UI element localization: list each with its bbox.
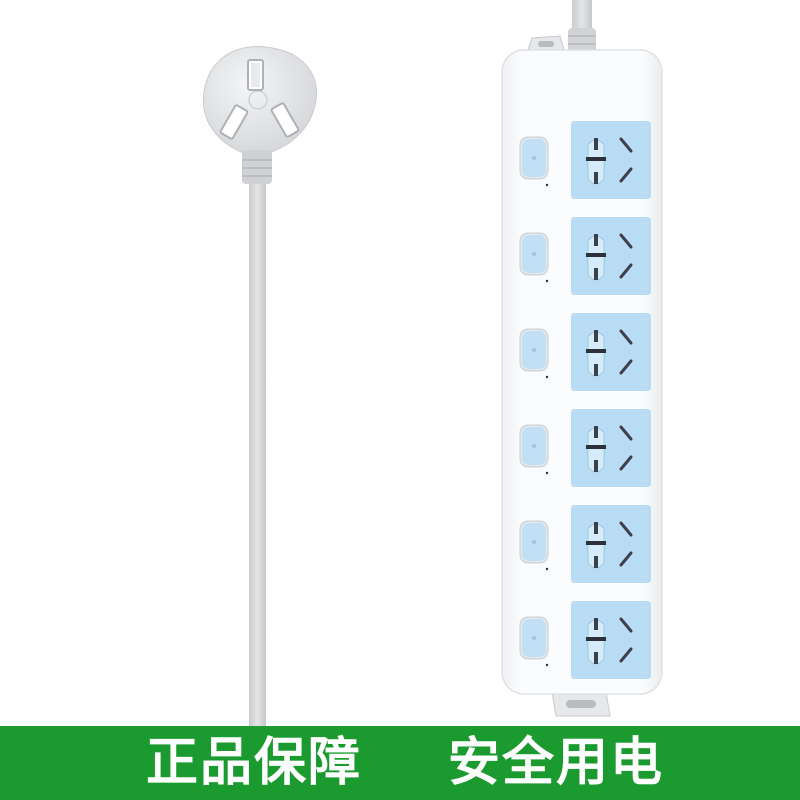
outlet-unit — [519, 217, 651, 295]
socket-panel — [571, 121, 651, 199]
outlet-switch[interactable] — [519, 616, 549, 660]
socket-panel — [571, 217, 651, 295]
power-cord — [249, 180, 266, 726]
outlet-unit — [519, 313, 651, 391]
outlet-unit — [519, 409, 651, 487]
banner-genuine-text: 正品保障 — [146, 733, 363, 793]
plug-pins — [219, 59, 300, 140]
outlet-switch[interactable] — [519, 328, 549, 372]
socket-panel — [571, 409, 651, 487]
banner-safety-text: 安全用电 — [448, 733, 665, 793]
outlet-unit — [519, 121, 651, 199]
plug — [202, 46, 317, 184]
socket-panel — [571, 313, 651, 391]
outlet-switch[interactable] — [519, 520, 549, 564]
promo-banner: 正品保障 安全用电 — [0, 726, 800, 800]
outlet-switch[interactable] — [519, 232, 549, 276]
outlet-switch[interactable] — [519, 424, 549, 468]
outlet-unit — [519, 601, 651, 679]
socket-panel — [571, 505, 651, 583]
socket-panel — [571, 601, 651, 679]
outlet-unit — [519, 505, 651, 583]
outlet-switch[interactable] — [519, 136, 549, 180]
